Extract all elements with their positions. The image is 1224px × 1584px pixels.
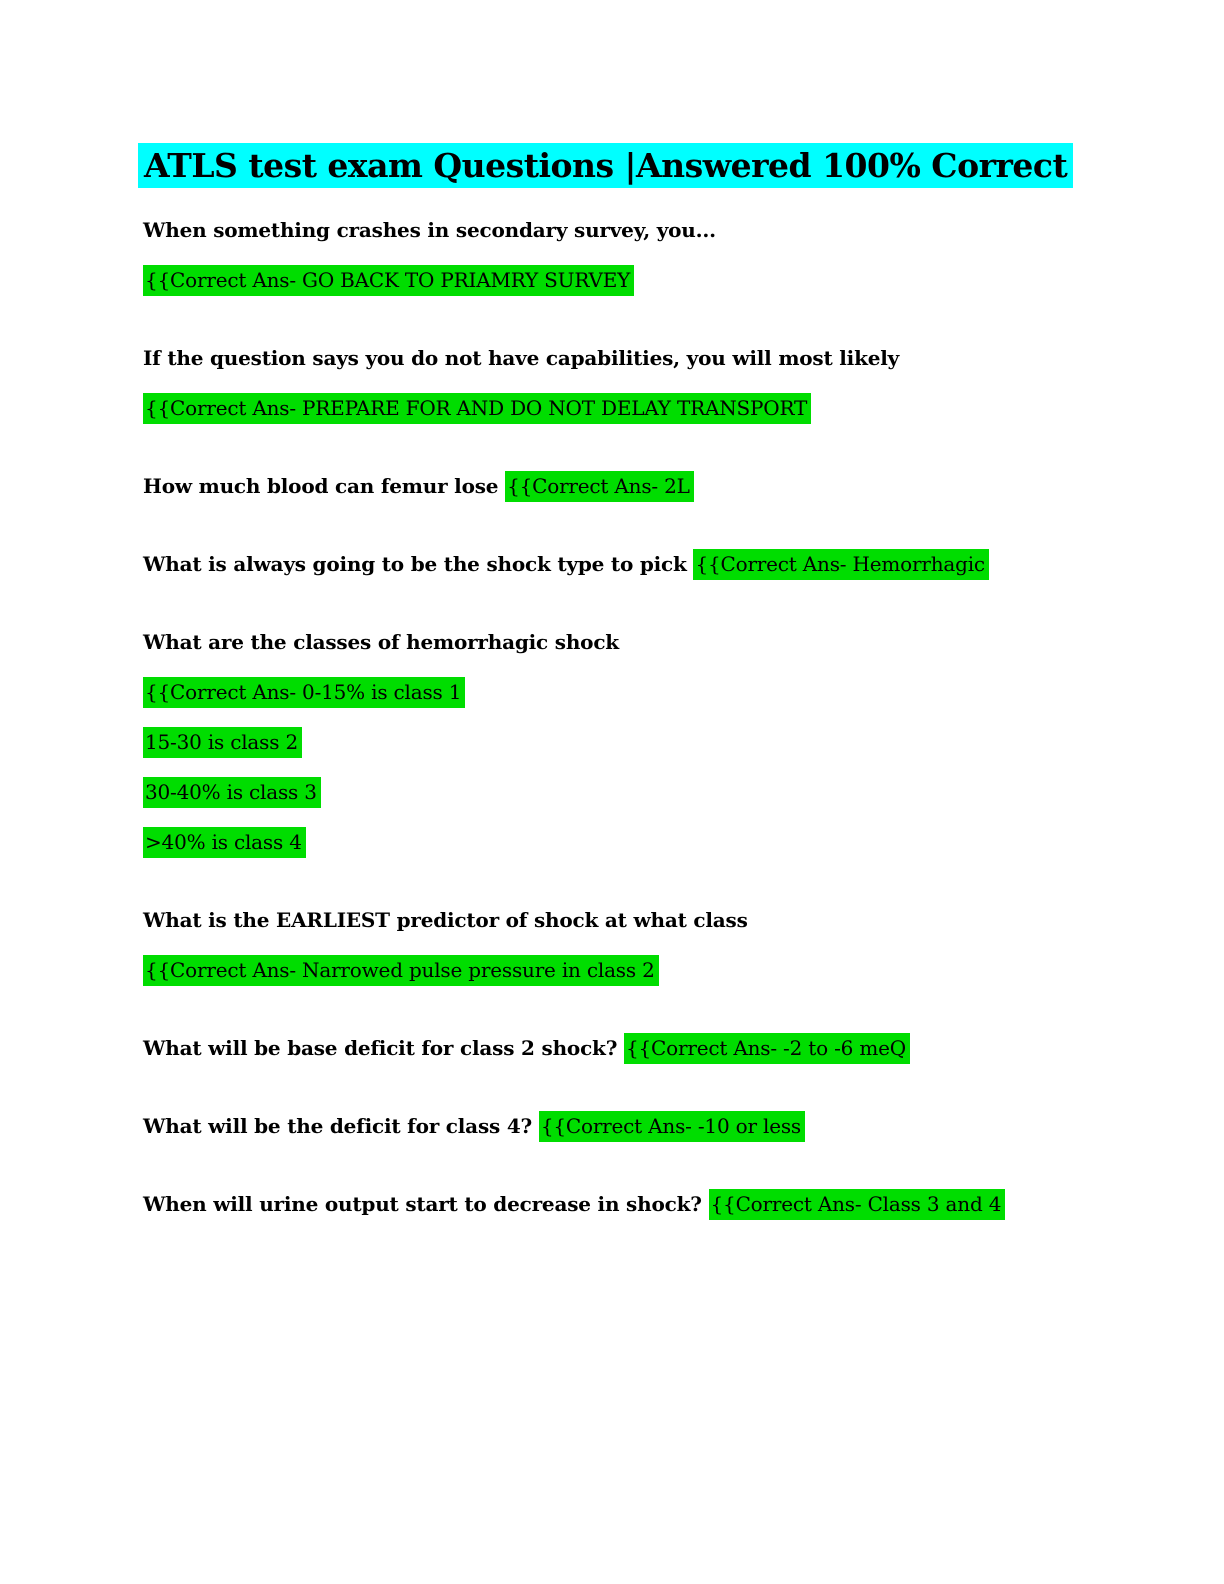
qa-paragraph: If the question says you do not have cap… xyxy=(143,343,1104,373)
qa-paragraph: {{Correct Ans- 0-15% is class 1 xyxy=(143,677,1104,708)
answer-highlight: {{Correct Ans- Narrowed pulse pressure i… xyxy=(143,955,659,986)
answer-highlight: {{Correct Ans- Class 3 and 4 xyxy=(708,1189,1006,1220)
answer-highlight: {{Correct Ans- 2L xyxy=(505,471,694,502)
qa-paragraph: 15-30 is class 2 xyxy=(143,727,1104,758)
qa-paragraph: {{Correct Ans- PREPARE FOR AND DO NOT DE… xyxy=(143,393,1104,424)
qa-paragraph: {{Correct Ans- Narrowed pulse pressure i… xyxy=(143,955,1104,986)
answer-highlight: {{Correct Ans- 0-15% is class 1 xyxy=(143,677,466,708)
qa-paragraph: How much blood can femur lose {{Correct … xyxy=(143,471,1104,502)
question-text: What is always going to be the shock typ… xyxy=(143,552,694,576)
answer-highlight: >40% is class 4 xyxy=(143,827,306,858)
question-text: What will be base deficit for class 2 sh… xyxy=(143,1036,624,1060)
answer-highlight: {{Correct Ans- -2 to -6 meQ xyxy=(623,1033,910,1064)
title-row: ATLS test exam Questions |Answered 100% … xyxy=(138,143,1104,188)
qa-block: If the question says you do not have cap… xyxy=(143,343,1104,424)
qa-block: When will urine output start to decrease… xyxy=(143,1189,1104,1220)
question-text: How much blood can femur lose xyxy=(143,474,506,498)
answer-highlight: {{Correct Ans- PREPARE FOR AND DO NOT DE… xyxy=(143,393,812,424)
question-text: When will urine output start to decrease… xyxy=(143,1192,709,1216)
qa-paragraph: {{Correct Ans- GO BACK TO PRIAMRY SURVEY xyxy=(143,265,1104,296)
qa-paragraph: 30-40% is class 3 xyxy=(143,777,1104,808)
qa-paragraph: >40% is class 4 xyxy=(143,827,1104,858)
qa-paragraph: What will be the deficit for class 4? {{… xyxy=(143,1111,1104,1142)
qa-block: When something crashes in secondary surv… xyxy=(143,215,1104,296)
qa-paragraph: When will urine output start to decrease… xyxy=(143,1189,1104,1220)
qa-block: What will be the deficit for class 4? {{… xyxy=(143,1111,1104,1142)
answer-highlight: {{Correct Ans- -10 or less xyxy=(538,1111,805,1142)
qa-paragraph: What are the classes of hemorrhagic shoc… xyxy=(143,627,1104,657)
answer-highlight: 15-30 is class 2 xyxy=(143,727,302,758)
question-text: If the question says you do not have cap… xyxy=(143,346,900,370)
qa-paragraph: What is the EARLIEST predictor of shock … xyxy=(143,905,1104,935)
question-text: What are the classes of hemorrhagic shoc… xyxy=(143,630,619,654)
qa-block: What is always going to be the shock typ… xyxy=(143,549,1104,580)
answer-highlight: {{Correct Ans- Hemorrhagic xyxy=(693,549,989,580)
question-text: What is the EARLIEST predictor of shock … xyxy=(143,908,748,932)
qa-block: What are the classes of hemorrhagic shoc… xyxy=(143,627,1104,858)
page-title: ATLS test exam Questions |Answered 100% … xyxy=(138,143,1074,188)
qa-block: How much blood can femur lose {{Correct … xyxy=(143,471,1104,502)
qa-list: When something crashes in secondary surv… xyxy=(143,215,1104,1220)
qa-paragraph: What will be base deficit for class 2 sh… xyxy=(143,1033,1104,1064)
qa-block: What is the EARLIEST predictor of shock … xyxy=(143,905,1104,986)
answer-highlight: {{Correct Ans- GO BACK TO PRIAMRY SURVEY xyxy=(143,265,635,296)
qa-block: What will be base deficit for class 2 sh… xyxy=(143,1033,1104,1064)
qa-paragraph: When something crashes in secondary surv… xyxy=(143,215,1104,245)
question-text: When something crashes in secondary surv… xyxy=(143,218,716,242)
qa-paragraph: What is always going to be the shock typ… xyxy=(143,549,1104,580)
answer-highlight: 30-40% is class 3 xyxy=(143,777,321,808)
question-text: What will be the deficit for class 4? xyxy=(143,1114,539,1138)
